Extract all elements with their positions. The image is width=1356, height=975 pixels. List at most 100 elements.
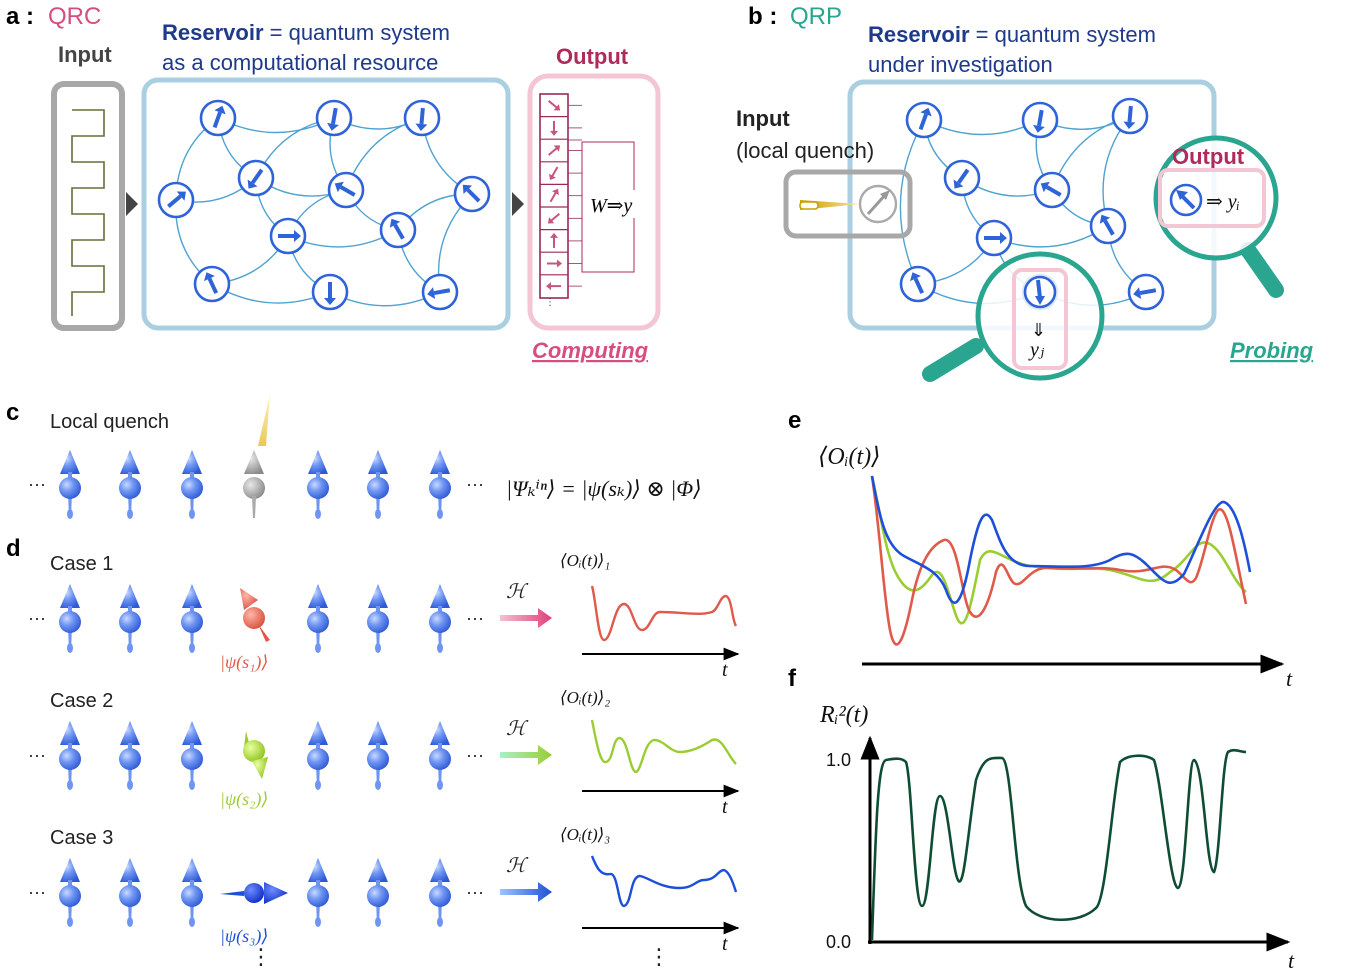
input-state-formula: |Ψₖⁱⁿ⟩ = |ψ(sₖ)⟩ ⊗ |Φ⟩ <box>506 476 702 501</box>
evolution-arrow-icon <box>500 745 552 765</box>
net-a-spin-icon <box>327 171 365 209</box>
panel-c-letter: c <box>6 399 19 426</box>
case-ellipsis-left: ··· <box>28 608 46 628</box>
case-ellipsis-right: ··· <box>466 882 484 902</box>
spin-shaft <box>433 288 451 296</box>
net-a-spin-icon <box>269 217 307 255</box>
reservoir-subtitle-a: as a computational resource <box>162 50 438 75</box>
observable-curve <box>590 719 737 774</box>
readout-connections <box>568 104 582 287</box>
output-box-a <box>527 73 661 331</box>
spin-shaft <box>1036 109 1044 127</box>
net-b-spin-icon <box>905 101 943 139</box>
spin-shaft <box>212 111 222 129</box>
input-state-label: |ψ(s₁)⟩ <box>220 652 268 673</box>
cases-vdots-left: ⋮ <box>250 944 272 969</box>
spin-up-icon <box>181 584 203 653</box>
spin-head <box>264 882 288 904</box>
reservoir-subtitle-b: under investigation <box>868 52 1053 77</box>
grey-spin-body <box>243 477 265 499</box>
spin-head <box>910 272 921 282</box>
spin-head <box>415 123 428 131</box>
spin-shaft <box>339 185 356 197</box>
net-a-spin-icon <box>157 181 195 219</box>
net-b-spin-icon <box>1089 207 1127 245</box>
spin-shaft <box>1103 219 1115 236</box>
reservoir-title-a: Reservoir = quantum system <box>162 20 450 45</box>
net-a-spin-icon <box>403 99 441 137</box>
observable-label: ⟨Oᵢ(t)⟩₂ <box>560 688 610 707</box>
spin-shaft <box>913 277 925 294</box>
readout-label-bg <box>586 190 652 218</box>
case-ellipsis-left: ··· <box>28 745 46 765</box>
spin-tail <box>220 891 244 896</box>
spin-head <box>252 757 268 779</box>
net-b-spin-icon <box>1021 101 1059 139</box>
computing-label: Computing <box>532 338 649 363</box>
spin-head <box>1040 181 1050 193</box>
spin-head <box>953 179 964 189</box>
spin-up-icon <box>307 450 329 519</box>
spin-head <box>427 287 436 299</box>
quench-spin-icon <box>858 184 898 224</box>
register-spin <box>547 147 558 156</box>
observable-label: ⟨Oᵢ(t)⟩₃ <box>560 825 610 844</box>
evolution-arrow-icon <box>500 882 552 902</box>
spin-up-icon <box>429 584 451 653</box>
net-a-spin-icon <box>453 175 491 213</box>
output-highlight-yj <box>1012 268 1068 370</box>
reservoir-title-b: Reservoir = quantum system <box>868 22 1156 47</box>
register-spin-head <box>546 282 551 291</box>
panel-a: a : QRC Input Reservoir = quantum system… <box>6 3 661 363</box>
net-a-spin-icon <box>199 99 237 137</box>
net-b-spin-icon <box>975 219 1013 257</box>
input-sub-b: (local quench) <box>736 138 874 163</box>
panel-a-letter: a : <box>6 3 34 30</box>
register-spin-head <box>553 145 561 152</box>
input-box <box>51 81 125 331</box>
observable-curve-blue <box>870 475 1252 604</box>
spin-head <box>1099 214 1111 224</box>
register-spin <box>550 213 561 222</box>
net-a-spin-icon <box>311 273 349 311</box>
reservoir-network-a <box>157 99 491 311</box>
quench-beam-icon <box>258 394 270 446</box>
observable-curve <box>590 855 738 908</box>
hamiltonian-label: ℋ <box>506 581 529 603</box>
spin-up-icon <box>367 721 389 790</box>
qrp-tag: QRP <box>790 3 842 30</box>
net-b-spin-icon <box>1033 171 1071 209</box>
spin-head <box>1133 287 1142 299</box>
spin-up-icon <box>59 721 81 790</box>
input-spin-icon <box>243 731 268 779</box>
panel-c-title: Local quench <box>50 411 169 433</box>
input-spin-icon <box>240 588 270 642</box>
spin-head <box>462 184 472 194</box>
readout-register <box>539 93 569 299</box>
register-spin-head <box>550 130 558 136</box>
net-b-spin-icon <box>899 265 937 303</box>
register-spin-head <box>547 217 555 224</box>
spin-up-icon <box>59 450 81 519</box>
case-ellipsis-left: ··· <box>28 882 46 902</box>
panel-f-xlabel: t <box>1288 948 1295 973</box>
panel-e-letter: e <box>788 407 801 434</box>
register-spin-head <box>552 188 559 196</box>
net-b-link <box>899 118 925 286</box>
spin-body <box>244 883 264 903</box>
reservoir-title-rest: = quantum system <box>264 20 450 45</box>
spin-body <box>243 607 265 629</box>
panel-f-ylabel: Rᵢ²(t) <box>819 702 868 728</box>
reservoir-title-b-bold: Reservoir <box>868 22 970 47</box>
register-spin <box>547 100 558 109</box>
case-1: Case 1······|ψ(s₁)⟩ℋ⟨Oᵢ(t)⟩₁t <box>28 551 740 681</box>
panel-f: f Rᵢ²(t) 1.0 0.0 t <box>788 665 1295 973</box>
case-ellipsis-right: ··· <box>466 608 484 628</box>
register-spin-head <box>557 259 562 268</box>
input-to-reservoir-arrow <box>126 192 138 216</box>
spin-up-icon <box>59 858 81 927</box>
yj-arrow: ⇓ <box>1031 320 1046 340</box>
spin-chain-c <box>59 450 451 519</box>
